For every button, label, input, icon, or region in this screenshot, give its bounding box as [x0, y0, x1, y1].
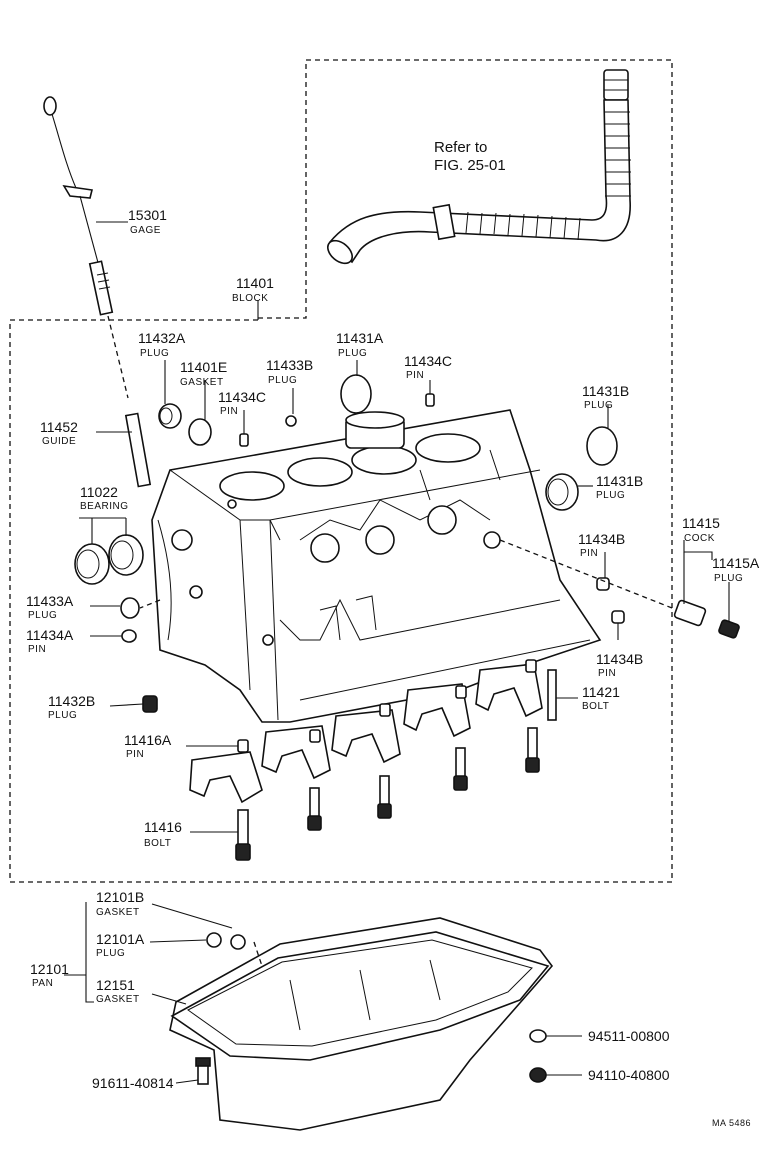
pin-11434B-b-drawing	[611, 610, 625, 624]
part-name-11452: GUIDE	[42, 436, 76, 447]
bearing-caps-drawing	[189, 659, 557, 861]
part-number-11415[interactable]: 11415	[682, 515, 720, 531]
part-number-11452[interactable]: 11452	[40, 419, 78, 435]
oil-level-gage-drawing	[43, 96, 129, 399]
part-name-12101B: GASKET	[96, 907, 140, 918]
refer-to-label: Refer to	[434, 139, 487, 156]
part-number-11434B-a[interactable]: 11434B	[578, 531, 625, 547]
part-name-12151: GASKET	[96, 994, 140, 1005]
part-name-12101A: PLUG	[96, 948, 125, 959]
part-number-11431B-b[interactable]: 11431B	[596, 473, 643, 489]
part-name-11421: BOLT	[582, 701, 609, 712]
part-number-11432A[interactable]: 11432A	[138, 330, 186, 346]
leader-lines	[64, 221, 730, 1084]
plug-11433B-drawing	[285, 415, 297, 427]
part-number-15301[interactable]: 15301	[128, 207, 167, 223]
part-number-12101[interactable]: 12101	[30, 961, 69, 977]
part-name-11434C-a: PIN	[220, 406, 238, 417]
part-number-11022[interactable]: 11022	[80, 484, 118, 500]
guide-11452-drawing	[124, 412, 152, 488]
part-name-11022: BEARING	[80, 501, 129, 512]
part-number-12101B[interactable]: 12101B	[96, 889, 144, 905]
part-number-11433A[interactable]: 11433A	[26, 593, 74, 609]
breather-hose-drawing	[327, 69, 631, 265]
pin-11434C-b-drawing	[425, 393, 435, 407]
pin-11434B-a-drawing	[596, 577, 610, 591]
part-number-91611[interactable]: 91611-40814	[92, 1075, 174, 1091]
part-name-11431A: PLUG	[338, 348, 367, 359]
part-name-12101: PAN	[32, 978, 53, 989]
part-name-11432A: PLUG	[140, 348, 169, 359]
part-name-11415: COCK	[684, 533, 715, 544]
part-number-11434B-b[interactable]: 11434B	[596, 651, 643, 667]
plug-11433A-drawing	[120, 597, 140, 619]
part-number-11434C-a[interactable]: 11434C	[218, 389, 266, 405]
oil-pan-drawing	[169, 917, 554, 1131]
part-number-11431B-a[interactable]: 11431B	[582, 383, 629, 399]
part-name-15301: GAGE	[130, 225, 161, 236]
part-number-11401[interactable]: 11401	[236, 275, 274, 291]
part-number-11416A[interactable]: 11416A	[124, 732, 172, 748]
part-number-11401E[interactable]: 11401E	[180, 359, 227, 375]
part-name-11432B: PLUG	[48, 710, 77, 721]
part-number-11432B[interactable]: 11432B	[48, 693, 95, 709]
part-name-11431B-b: PLUG	[596, 490, 625, 501]
plug-11431B-a-drawing	[586, 426, 618, 466]
part-name-11401: BLOCK	[232, 293, 268, 304]
pin-11434A-drawing	[121, 629, 137, 643]
part-number-12101A[interactable]: 12101A	[96, 931, 145, 947]
part-number-11434C-b[interactable]: 11434C	[404, 353, 452, 369]
part-name-11434B-b: PIN	[598, 668, 616, 679]
part-name-11434C-b: PIN	[406, 370, 424, 381]
part-number-94511[interactable]: 94511-00800	[588, 1028, 670, 1044]
cylinder-block-drawing	[151, 409, 602, 723]
part-number-11416[interactable]: 11416	[144, 819, 182, 835]
part-number-11415A[interactable]: 11415A	[712, 555, 760, 571]
plug-11431B-b-drawing	[545, 473, 579, 511]
part-name-11416: BOLT	[144, 838, 171, 849]
drain-cock-11415-drawing	[499, 539, 740, 639]
part-number-11431A[interactable]: 11431A	[336, 330, 384, 346]
refer-fig-label[interactable]: FIG. 25-01	[434, 157, 506, 174]
part-number-94110[interactable]: 94110-40800	[588, 1067, 670, 1083]
bearing-11022-drawing	[74, 534, 144, 585]
part-name-11434A: PIN	[28, 644, 46, 655]
diagram-code: MA 5486	[712, 1118, 751, 1128]
block-group-boundary	[9, 59, 673, 883]
part-name-11433B: PLUG	[268, 375, 297, 386]
pin-11434C-a-drawing	[239, 433, 249, 447]
part-number-12151[interactable]: 12151	[96, 977, 135, 993]
part-name-11434B-a: PIN	[580, 548, 598, 559]
part-name-11416A: PIN	[126, 749, 144, 760]
part-number-11434A[interactable]: 11434A	[26, 627, 74, 643]
plug-11431A-drawing	[340, 374, 372, 414]
plug-11432B-drawing	[142, 695, 158, 713]
part-number-11421[interactable]: 11421	[582, 684, 620, 700]
part-name-11431B-a: PLUG	[584, 400, 613, 411]
part-name-11415A: PLUG	[714, 573, 743, 584]
part-name-11433A: PLUG	[28, 610, 57, 621]
plug-11432A-drawing	[158, 403, 182, 429]
gasket-11401E-drawing	[188, 418, 212, 446]
part-number-11433B[interactable]: 11433B	[266, 357, 313, 373]
part-name-11401E: GASKET	[180, 377, 224, 388]
